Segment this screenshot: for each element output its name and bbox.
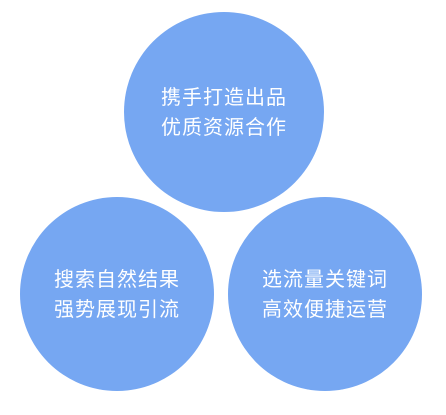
circle-left-line-2: 强势展现引流 [54,297,180,321]
circle-right-line-2: 高效便捷运营 [262,297,388,321]
circle-top-line-2: 优质资源合作 [161,115,287,139]
feature-circle-bottom-right: 选流量关键词 高效便捷运营 [228,197,422,391]
feature-circle-top: 携手打造出品 优质资源合作 [124,12,324,212]
circle-top-line-1: 携手打造出品 [161,85,287,109]
circle-right-line-1: 选流量关键词 [262,267,388,291]
circle-left-line-1: 搜索自然结果 [54,267,180,291]
feature-circle-bottom-left: 搜索自然结果 强势展现引流 [20,197,214,391]
